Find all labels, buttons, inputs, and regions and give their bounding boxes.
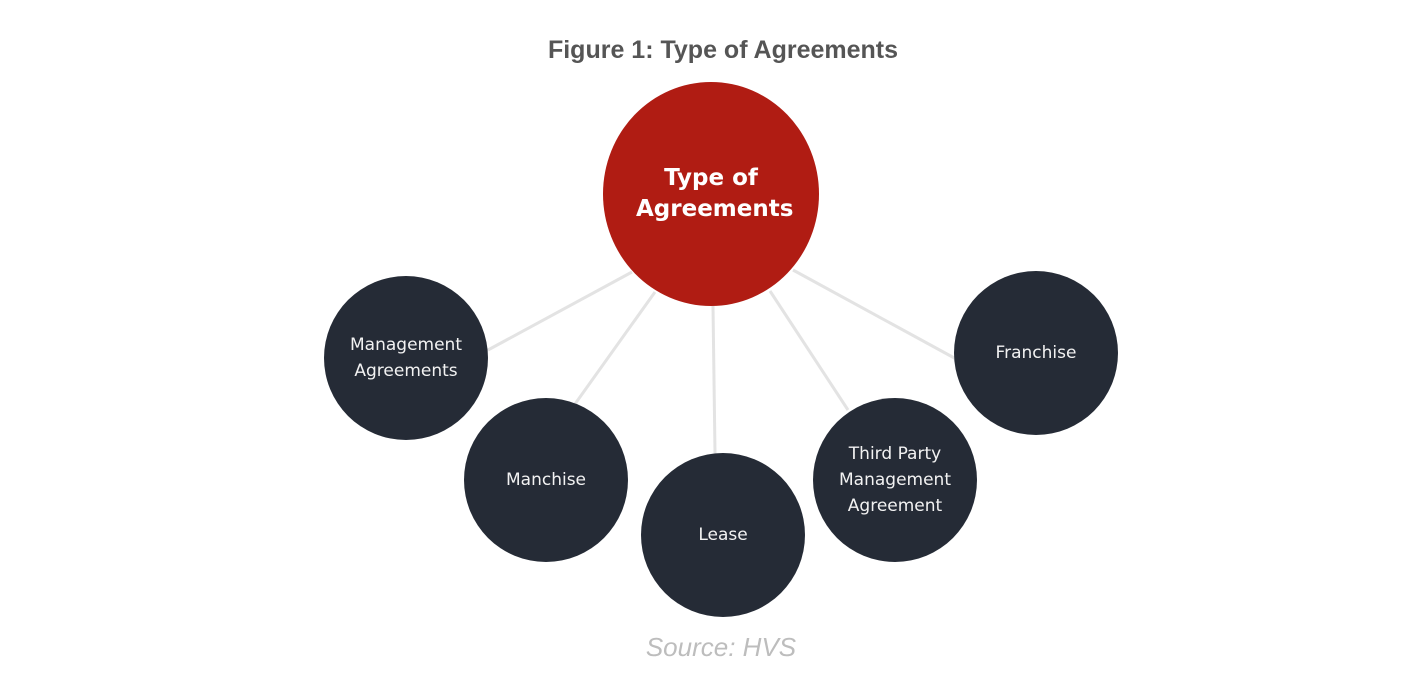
- connector-lease: [711, 305, 717, 454]
- connector-manchise: [573, 291, 657, 405]
- node-franchise: Franchise: [954, 271, 1118, 435]
- node-label-lease: Lease: [698, 525, 748, 545]
- node-label-thirdparty: Third Party Management Agreement: [839, 444, 951, 516]
- node-type-of-agreements: Type of Agreements: [603, 82, 819, 306]
- source-caption: Source: HVS: [645, 632, 797, 662]
- connector-management: [487, 270, 633, 352]
- node-label-center: Type of Agreements: [636, 165, 794, 222]
- node-label-franchise: Franchise: [995, 343, 1077, 363]
- node-third-party-management-agreement: Third Party Management Agreement: [813, 398, 977, 562]
- connector-franchise: [792, 268, 959, 362]
- figure-title: Figure 1: Type of Agreements: [547, 36, 899, 64]
- node-manchise: Manchise: [464, 398, 628, 562]
- node-management-agreements: Management Agreements: [324, 276, 488, 440]
- connector-thirdparty: [768, 290, 850, 411]
- node-lease: Lease: [641, 453, 805, 617]
- node-label-manchise: Manchise: [505, 470, 587, 490]
- node-label-management: Management Agreements: [350, 335, 462, 381]
